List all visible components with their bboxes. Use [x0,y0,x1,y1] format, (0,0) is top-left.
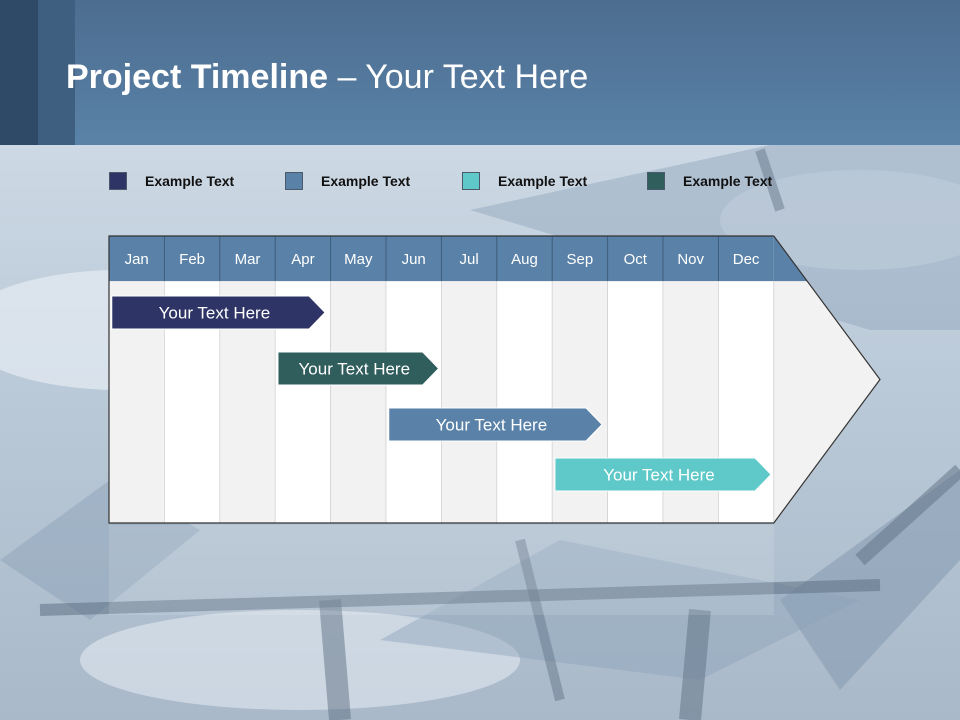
month-label: May [344,251,373,268]
legend-item: Example Text [285,170,410,192]
month-label: Sep [567,251,594,268]
month-column [330,280,387,524]
legend-item: Example Text [462,170,587,192]
task-bar [111,295,326,330]
month-label: Mar [235,251,261,268]
month-column [385,280,442,524]
legend-label: Example Text [145,173,235,189]
month-label: Jun [402,251,426,268]
legend-swatch [285,172,303,190]
task-bar-label: Your Text Here [299,360,411,379]
task-bar-label: Your Text Here [159,304,271,323]
title-bold: Project Timeline [66,58,329,96]
month-label: Aug [511,251,538,268]
month-label: Oct [624,251,648,268]
task-bar [554,457,772,492]
legend-label: Example Text [321,173,411,189]
task-bar [388,407,603,442]
legend-item: Example Text [647,170,772,192]
month-column [441,280,498,524]
legend-swatch [647,172,665,190]
title-accent-band [38,0,75,145]
legend-label: Example Text [498,173,588,189]
month-label: Jul [460,251,479,268]
legend-item: Example Text [109,170,234,192]
timeline-outline [108,235,881,524]
legend-swatch [109,172,127,190]
month-label: Apr [291,251,314,268]
title-bar [0,0,960,145]
month-label: Dec [733,251,760,268]
month-label: Feb [179,251,205,268]
task-bar [277,351,440,386]
legend-swatch [462,172,480,190]
chart-reflection [109,525,774,615]
title-rest: – Your Text Here [328,58,589,96]
task-bar-label: Your Text Here [436,416,548,435]
task-bar-label: Your Text Here [603,466,715,485]
month-label: Jan [125,251,149,268]
legend-label: Example Text [683,173,773,189]
month-label: Nov [677,251,704,268]
month-column [496,280,553,524]
slide-title: Project Timeline – Your Text Here [66,58,588,97]
title-accent-band [0,0,38,145]
